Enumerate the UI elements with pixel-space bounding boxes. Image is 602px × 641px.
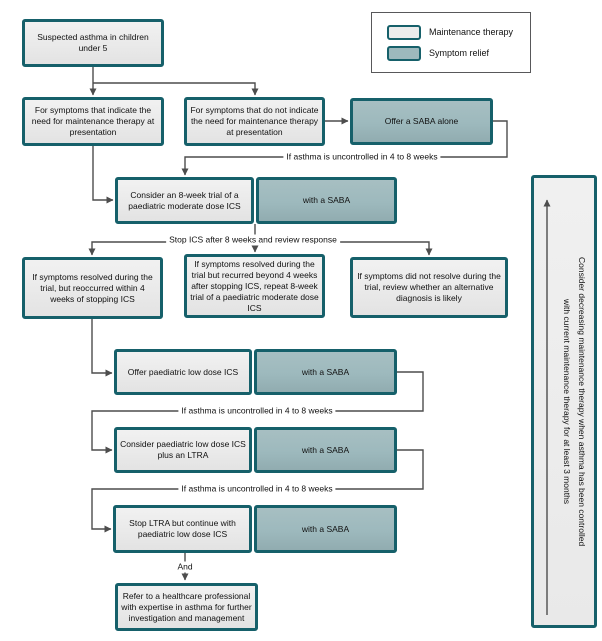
edge-suspected-to-not-indicate (93, 82, 259, 96)
node-stop-ltra: Stop LTRA but continue with paediatric l… (113, 505, 252, 553)
node-with-saba-1: with a SABA (256, 177, 397, 224)
node-refer-professional: Refer to a healthcare professional with … (115, 583, 258, 631)
consider-decreasing-text: Consider decreasing maintenance therapy … (559, 184, 589, 619)
edge-label-uncontrolled-2: If asthma is uncontrolled in 4 to 8 week… (178, 405, 336, 417)
edge-reoccurred-to-low-dose (91, 319, 113, 377)
consider-decreasing-line-1: Consider decreasing maintenance therapy … (577, 256, 587, 547)
node-did-not-resolve: If symptoms did not resolve during the t… (350, 257, 508, 318)
legend-relief-label: Symptom relief (429, 48, 490, 58)
edge-label-stop-ics: Stop ICS after 8 weeks and review respon… (166, 234, 340, 246)
legend-item-relief: Symptom relief (387, 45, 530, 61)
edge-label-uncontrolled-3: If asthma is uncontrolled in 4 to 8 week… (178, 483, 336, 495)
node-symptoms-indicate: For symptoms that indicate the need for … (22, 97, 164, 146)
node-resolved-reoccurred: If symptoms resolved during the trial, b… (22, 257, 163, 319)
node-trial-moderate-ics: Consider an 8-week trial of a paediatric… (115, 177, 254, 224)
edge-label-and: And (174, 561, 196, 573)
legend-maintenance-label: Maintenance therapy (429, 27, 514, 37)
node-symptoms-not-indicate: For symptoms that do not indicate the ne… (184, 97, 325, 146)
node-offer-saba-alone: Offer a SABA alone (350, 98, 493, 145)
symptom-relief-swatch (387, 45, 421, 61)
node-with-saba-4: with a SABA (254, 505, 397, 553)
node-low-dose-ics: Offer paediatric low dose ICS (114, 349, 252, 395)
node-consider-decreasing: Consider decreasing maintenance therapy … (531, 175, 597, 628)
edge-label-uncontrolled-1: If asthma is uncontrolled in 4 to 8 week… (283, 151, 441, 163)
edge-indicate-to-trial (92, 146, 114, 204)
node-low-dose-ics-ltra: Consider paediatric low dose ICS plus an… (114, 427, 252, 473)
maintenance-swatch (387, 24, 421, 40)
node-with-saba-3: with a SABA (254, 427, 397, 473)
node-with-saba-2: with a SABA (254, 349, 397, 395)
legend: Maintenance therapy Symptom relief (371, 12, 531, 73)
node-suspected-asthma: Suspected asthma in children under 5 (22, 19, 164, 67)
consider-decreasing-line-2: with current maintenance therapy for at … (562, 298, 572, 505)
legend-item-maintenance: Maintenance therapy (387, 24, 530, 40)
node-resolved-recurred-beyond: If symptoms resolved during the trial bu… (184, 254, 325, 318)
